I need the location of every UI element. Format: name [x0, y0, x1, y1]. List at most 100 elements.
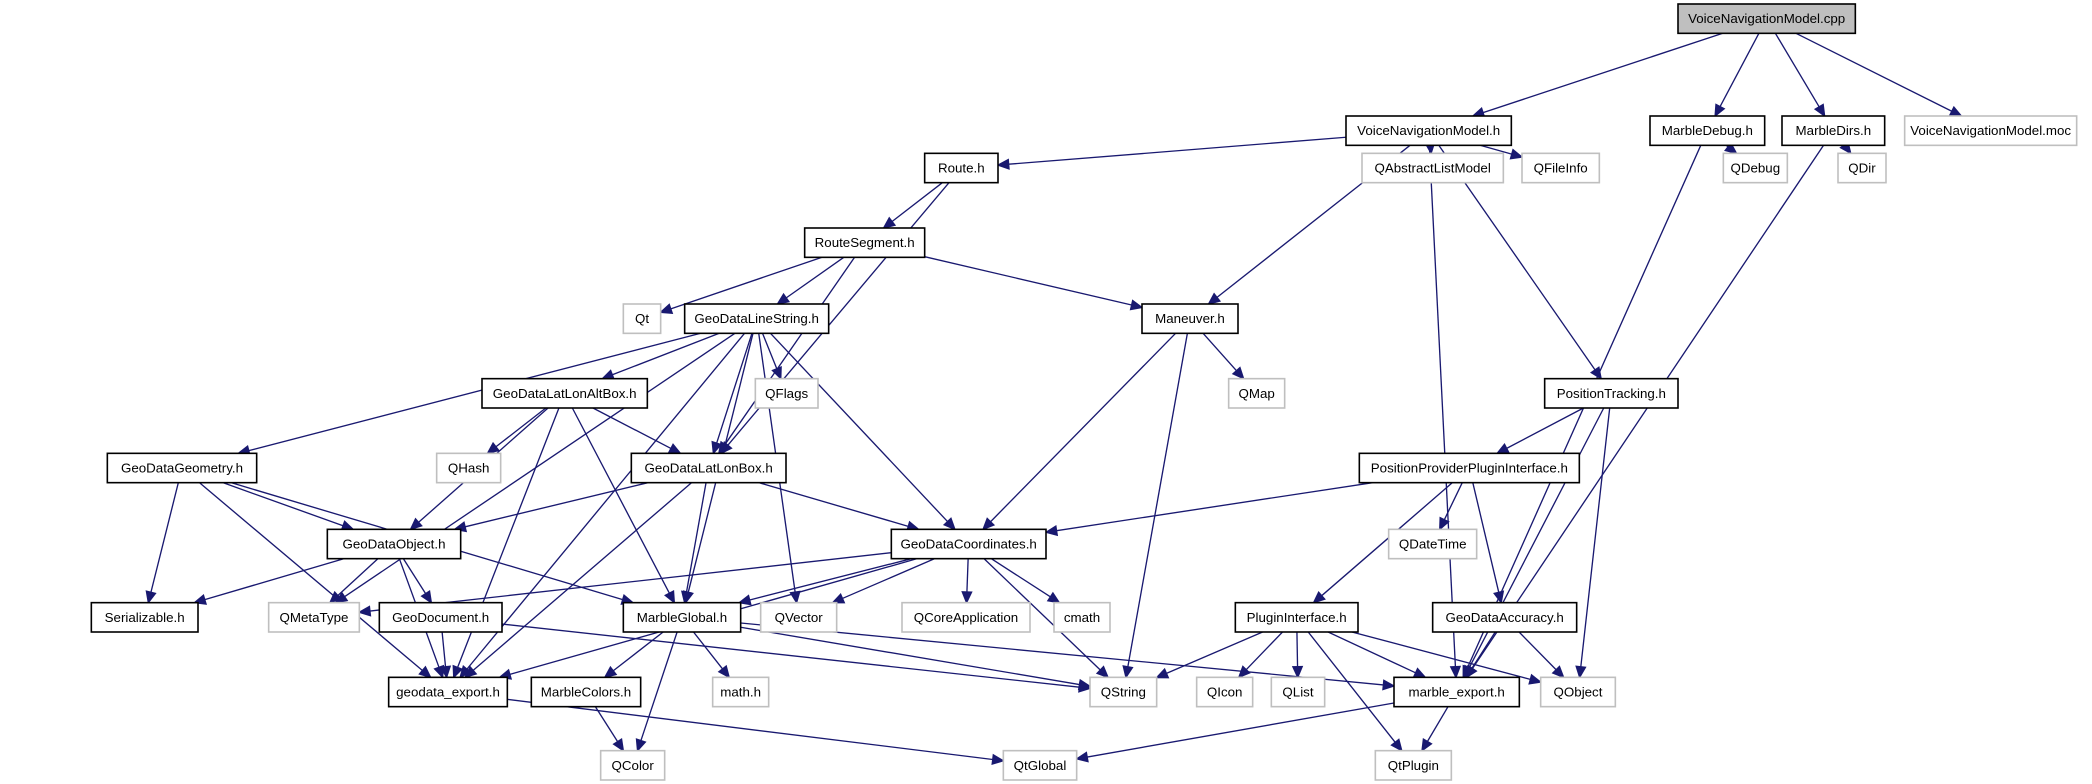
node-box: [1722, 152, 1789, 184]
node-label: RouteSegment.h: [815, 235, 915, 250]
node-label: geodata_export.h: [396, 685, 500, 700]
edge-line: [1443, 482, 1463, 521]
node-linestring[interactable]: GeoDataLineString.h: [683, 303, 830, 335]
node-label: QIcon: [1207, 685, 1243, 700]
node-marbledirs[interactable]: MarbleDirs.h: [1781, 115, 1886, 147]
node-label: marble_export.h: [1409, 685, 1505, 700]
edge-plugininterface-to-qicon: [1237, 631, 1284, 679]
node-marble-export[interactable]: marble_export.h: [1393, 676, 1521, 708]
edge-line: [1127, 333, 1189, 667]
node-geodata-export[interactable]: geodata_export.h: [387, 676, 509, 708]
node-latlonbox[interactable]: GeoDataLatLonBox.h: [630, 452, 787, 484]
edge-coordinates-to-qvector: [831, 558, 935, 604]
edge-marbleglobal-to-qstring: [740, 626, 1092, 691]
node-label: QHash: [448, 461, 489, 476]
node-label: QObject: [1554, 685, 1603, 700]
node-box: [1141, 303, 1239, 335]
edge-line: [571, 407, 670, 594]
edge-line: [1327, 631, 1416, 674]
edges-layer: [145, 32, 1963, 766]
node-vnm-cpp[interactable]: VoiceNavigationModel.cpp: [1677, 3, 1857, 35]
node-label: QtGlobal: [1014, 758, 1067, 773]
edge-geodata_export-to-qtglobal: [507, 698, 1005, 766]
node-box: [1903, 115, 2078, 147]
edge-line: [592, 407, 672, 450]
node-ppplugin[interactable]: PositionProviderPluginInterface.h: [1358, 452, 1581, 484]
node-label: QColor: [612, 758, 655, 773]
arrowhead-icon: [452, 664, 464, 679]
node-box: [1358, 452, 1581, 484]
node-box: [1345, 115, 1513, 147]
node-box: [901, 601, 1031, 633]
node-box: [711, 676, 770, 708]
node-label: MarbleGlobal.h: [637, 610, 727, 625]
edge-geometry-to-geodataobject: [222, 482, 355, 531]
node-box: [1195, 676, 1254, 708]
edge-accuracy-to-marble_export: [1465, 631, 1496, 679]
node-geometry[interactable]: GeoDataGeometry.h: [106, 452, 258, 484]
node-plugininterface[interactable]: PluginInterface.h: [1234, 601, 1359, 633]
node-marblecolors[interactable]: MarbleColors.h: [530, 676, 642, 708]
arrowhead-icon: [1237, 665, 1251, 679]
arrowhead-icon: [600, 369, 616, 380]
node-geodataobject[interactable]: GeoDataObject.h: [326, 528, 462, 560]
edge-marbleglobal-to-marble_export: [740, 622, 1396, 691]
node-label: cmath: [1064, 610, 1100, 625]
edge-line: [924, 256, 1132, 306]
edge-marble_export-to-qtglobal: [1075, 702, 1395, 763]
edge-line: [612, 631, 664, 672]
node-box: [90, 601, 199, 633]
node-route[interactable]: Route.h: [923, 152, 999, 184]
node-label: PositionProviderPluginInterface.h: [1371, 461, 1568, 476]
arrowhead-icon: [991, 753, 1005, 766]
edge-line: [1471, 631, 1496, 669]
edge-line: [1480, 144, 1512, 155]
edge-line: [612, 332, 720, 376]
arrowhead-icon: [1390, 738, 1403, 752]
node-marbleglobal[interactable]: MarbleGlobal.h: [622, 601, 742, 633]
edge-line: [204, 558, 345, 601]
edge-line: [248, 332, 701, 452]
edge-line: [464, 482, 649, 528]
arrowhead-icon: [996, 158, 1010, 170]
edge-vnm_h-to-qfileinfo: [1480, 144, 1524, 160]
edge-line: [891, 182, 943, 223]
edge-line: [337, 558, 379, 596]
node-label: GeoDataLatLonBox.h: [645, 461, 773, 476]
node-serializable[interactable]: Serializable.h: [90, 601, 199, 633]
node-qicon: QIcon: [1195, 676, 1254, 708]
node-routesegment[interactable]: RouteSegment.h: [803, 227, 926, 259]
node-box: [923, 152, 999, 184]
arrowhead-icon: [1155, 667, 1170, 679]
edge-ppplugin-to-accuracy: [1472, 482, 1505, 605]
node-box: [599, 749, 666, 781]
edge-linestring-to-qflags: [761, 333, 782, 381]
node-latlonaltbox[interactable]: GeoDataLatLonAltBox.h: [481, 377, 649, 409]
edge-coordinates-to-qcoreapplication: [961, 558, 973, 605]
edge-line: [369, 552, 892, 612]
arrowhead-icon: [418, 665, 432, 679]
node-accuracy[interactable]: GeoDataAccuracy.h: [1431, 601, 1578, 633]
edge-marbleglobal-to-math_h: [692, 631, 731, 679]
edge-routesegment-to-maneuver: [924, 256, 1144, 311]
node-positiontracking[interactable]: PositionTracking.h: [1543, 377, 1679, 409]
node-qabstractlistmodel: QAbstractListModel: [1361, 152, 1505, 184]
edge-latlonaltbox-to-latlonbox: [592, 407, 682, 455]
edge-positiontracking-to-qobject: [1575, 407, 1611, 679]
node-vnm-h[interactable]: VoiceNavigationModel.h: [1345, 115, 1513, 147]
node-qobject: QObject: [1539, 676, 1617, 708]
edge-line: [402, 558, 427, 595]
edge-line: [1296, 631, 1299, 667]
node-geodocument[interactable]: GeoDocument.h: [378, 601, 503, 633]
node-marbledebug[interactable]: MarbleDebug.h: [1649, 115, 1766, 147]
arrowhead-icon: [486, 441, 500, 455]
arrowhead-icon: [603, 665, 618, 679]
edge-positiontracking-to-marble_export: [1463, 407, 1605, 679]
node-maneuver[interactable]: Maneuver.h: [1141, 303, 1239, 335]
arrowhead-icon: [711, 440, 723, 455]
node-coordinates[interactable]: GeoDataCoordinates.h: [890, 528, 1047, 560]
arrowhead-icon: [1231, 366, 1245, 380]
arrowhead-icon: [1382, 679, 1396, 691]
node-vnm-moc: VoiceNavigationModel.moc: [1903, 115, 2078, 147]
